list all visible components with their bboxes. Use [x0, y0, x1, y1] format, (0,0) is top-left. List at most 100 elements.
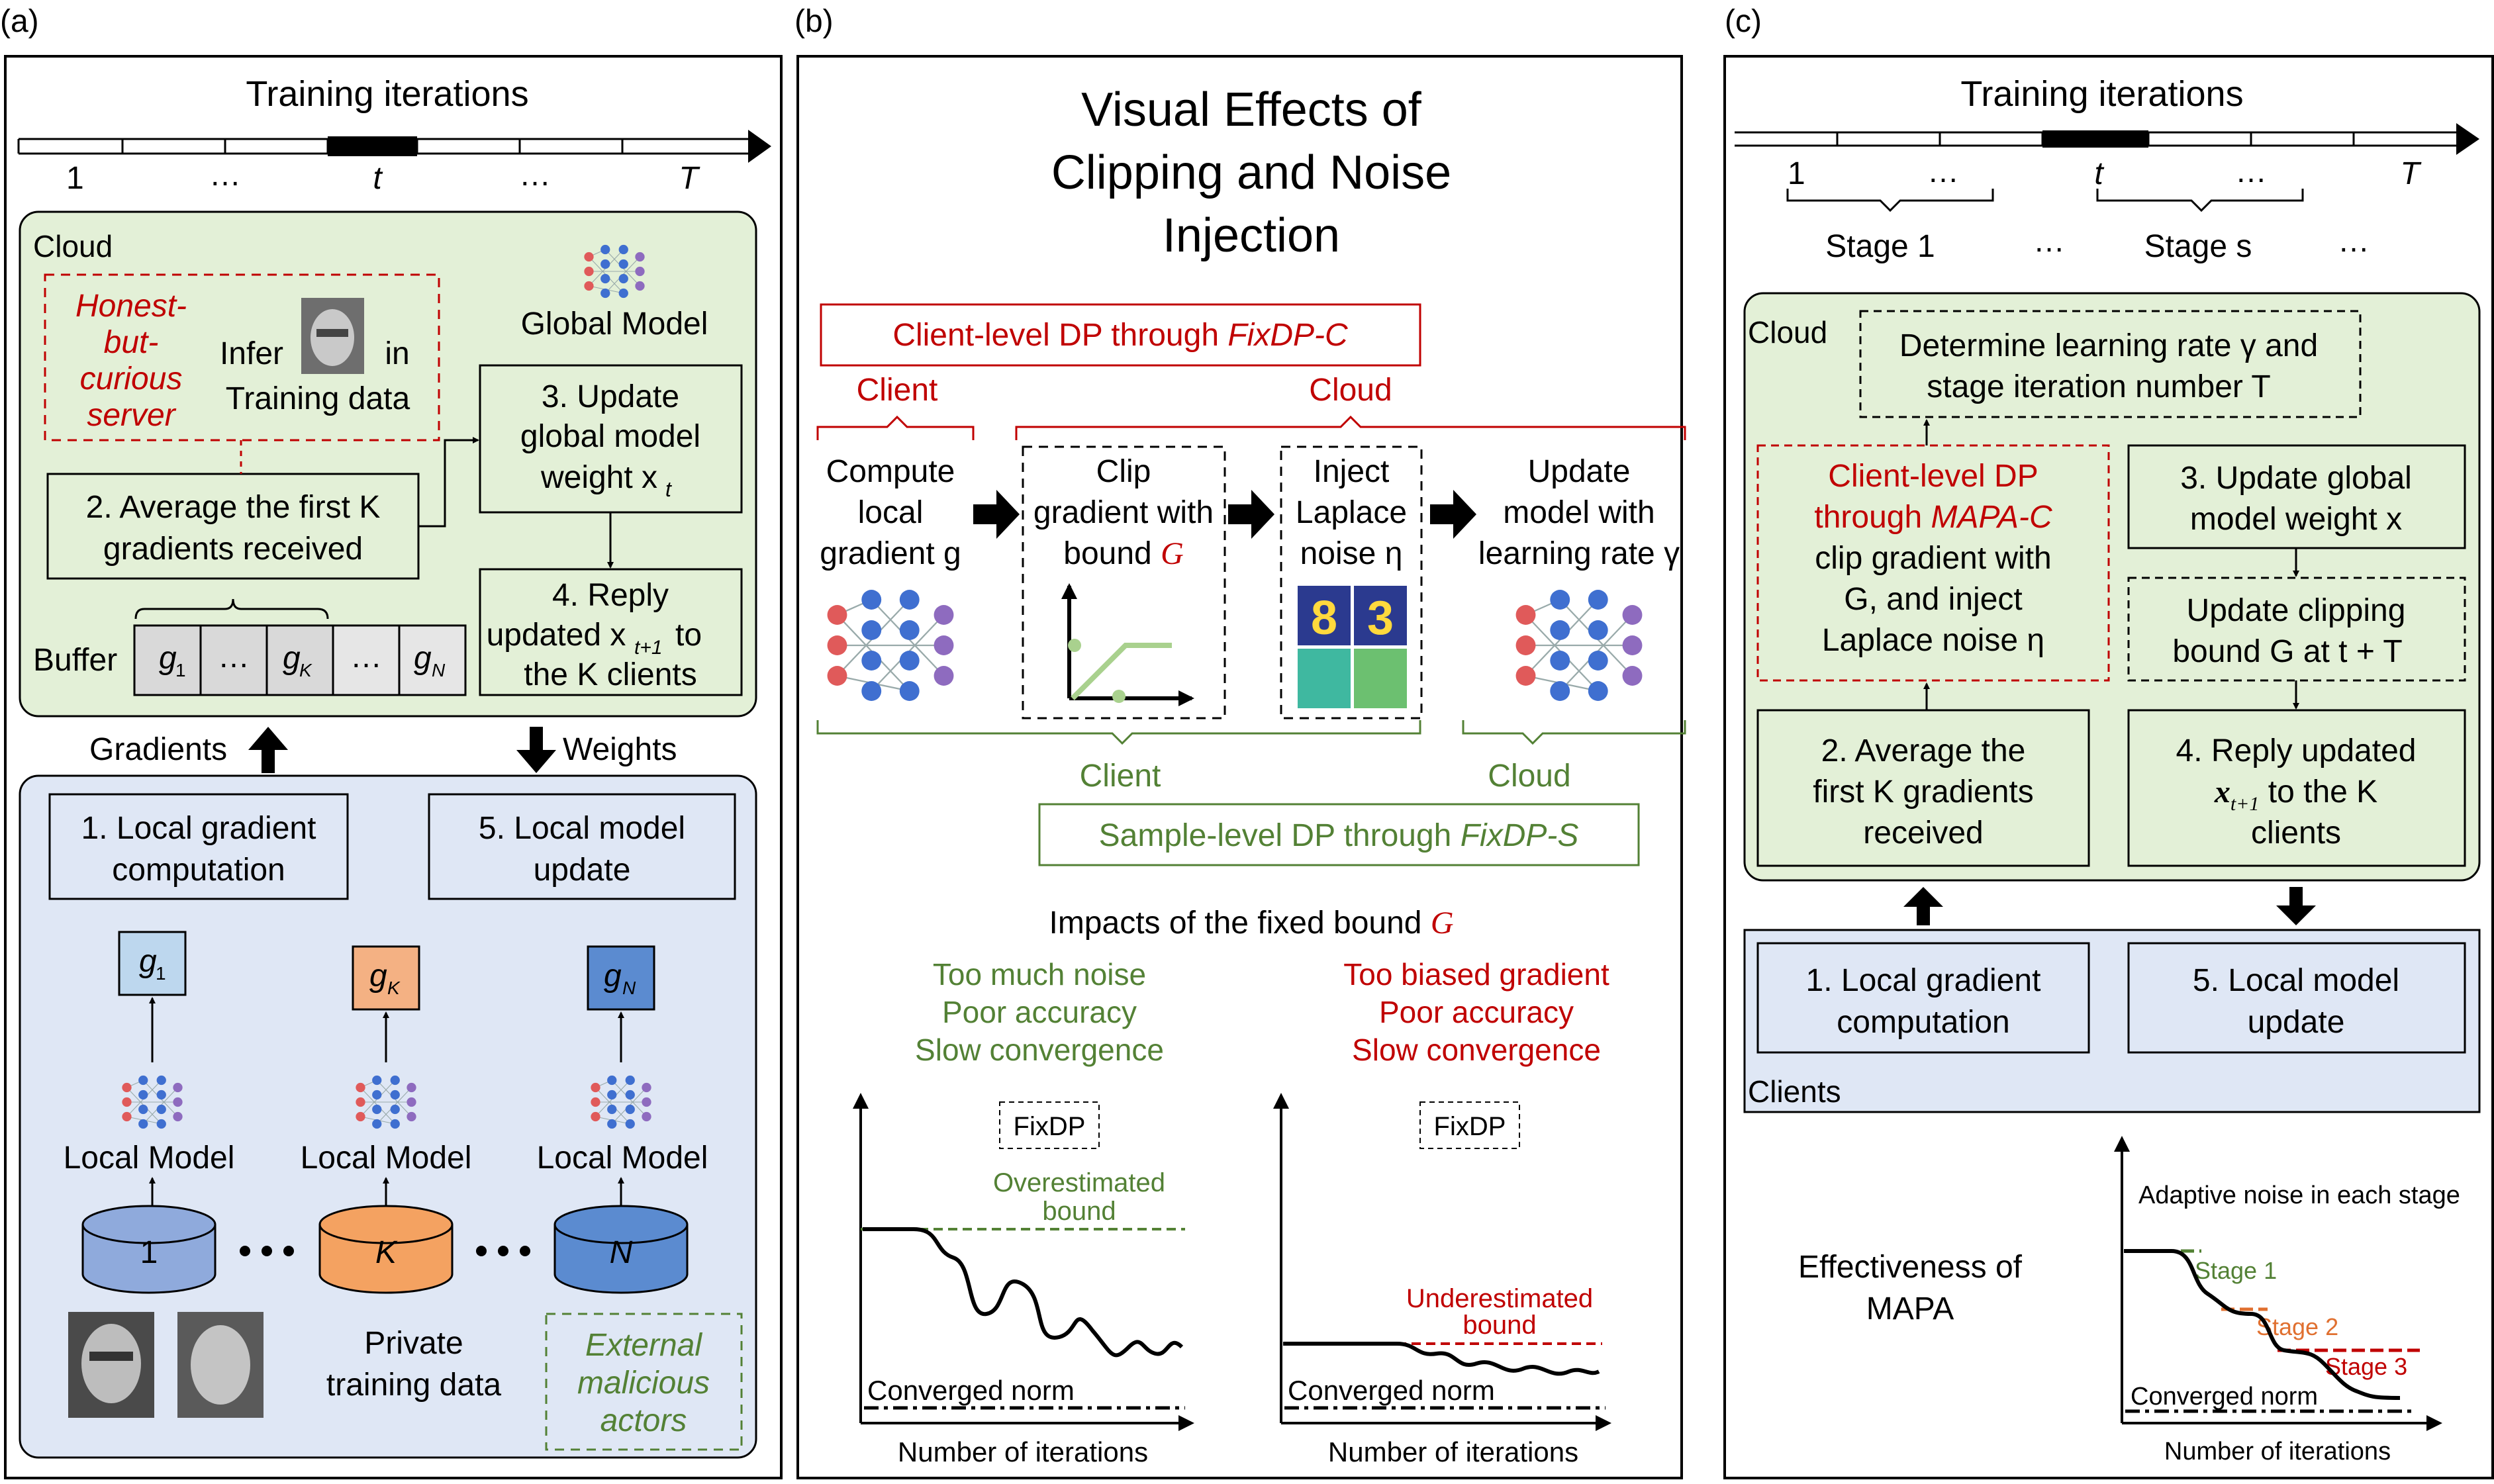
client-dp-box	[820, 303, 1421, 367]
step3-line-1: 3. Update	[542, 379, 679, 414]
server-line-2: but-	[104, 325, 159, 360]
impacts-title: Impacts of the fixed bound G	[1049, 905, 1453, 941]
cloud-label: Cloud	[33, 229, 113, 263]
grad-box-1-sub: 1	[156, 963, 166, 984]
update-clip-line-2: bound G at t + T	[2172, 634, 2402, 669]
step2-line-2: gradients received	[103, 532, 363, 567]
step4-line-2b: to	[675, 618, 702, 653]
step5-line-2: update	[534, 853, 631, 888]
c-timeline-current	[2042, 130, 2148, 148]
client-top-brace	[816, 415, 975, 440]
c-step1-box	[1756, 942, 2090, 1054]
tick-ellipsis-2: …	[519, 158, 551, 193]
c-up-arrow	[1903, 887, 1943, 925]
update-line-1: Update	[1528, 454, 1631, 489]
inject-line-2: Laplace	[1296, 495, 1407, 530]
dataset-cylinder-K	[318, 1205, 454, 1294]
c-step1-line-2: computation	[1837, 1005, 2010, 1040]
c-converged-label: Converged norm	[2131, 1383, 2318, 1411]
c-step1-line-1: 1. Local gradient	[1806, 963, 2041, 998]
c-tick-ellipsis-2: …	[2235, 154, 2267, 189]
step1-box	[48, 793, 349, 900]
cloud-top-label: Cloud	[1309, 373, 1392, 408]
server-line-4: server	[87, 398, 176, 433]
grad-box-K	[352, 945, 420, 1011]
c-tick-t: t	[2094, 156, 2104, 191]
c-clients-label: Clients	[1748, 1074, 1841, 1109]
update-line-2: model with	[1503, 495, 1655, 530]
c-step2-line-3: received	[1863, 815, 1983, 851]
overestimated-line-2: bound	[1042, 1197, 1116, 1226]
clip-plot-point-x	[1112, 690, 1126, 703]
client-dp-text: Client-level DP through FixDP-C	[892, 318, 1348, 353]
stage-s-label: Stage s	[2144, 229, 2252, 264]
dataset-label-1: 1	[140, 1235, 158, 1270]
adaptive-label: Adaptive noise in each stage	[2138, 1182, 2460, 1209]
c-tick-1: 1	[1788, 156, 1805, 191]
buffer-cell-5	[398, 624, 467, 696]
buffer-g1-sub: 1	[175, 660, 186, 680]
compute-line-1: Compute	[826, 454, 955, 489]
c-step5-line-1: 5. Local model	[2193, 963, 2399, 998]
left-effect-2: Poor accuracy	[942, 995, 1137, 1029]
c-tick-ellipsis-1: …	[1927, 154, 1959, 189]
honest-server-box	[44, 273, 440, 441]
private-face-icon-1	[68, 1312, 154, 1418]
compute-line-3: gradient g	[820, 536, 961, 571]
c-step2-line-2: first K gradients	[1813, 774, 2033, 810]
step2-box	[46, 473, 420, 580]
buffer-ellipsis-2: …	[350, 639, 382, 674]
stage-dots-2: …	[2338, 224, 2370, 259]
c-timeline-ticks	[1836, 132, 2355, 146]
update-clip-box	[2127, 577, 2466, 682]
sample-dp-box	[1038, 803, 1640, 866]
grad-box-K-sub: K	[387, 978, 401, 998]
private-line-1: Private	[364, 1326, 463, 1361]
grad-box-1-g: g	[139, 944, 157, 979]
inject-line-1: Inject	[1314, 454, 1390, 489]
left-xlabel: Number of iterations	[898, 1436, 1148, 1467]
server-line-1: Honest-	[75, 289, 187, 324]
c-step3-line-1: 3. Update global	[2180, 461, 2412, 496]
c-step4-box	[2127, 709, 2466, 867]
stage-dots-1: …	[2033, 224, 2065, 259]
c-step5-box	[2127, 942, 2466, 1054]
c-step4-line-3: clients	[2251, 815, 2341, 851]
c-timeline-arrow	[2456, 123, 2479, 155]
grad-box-1	[118, 931, 187, 996]
determine-box	[1859, 310, 2362, 418]
private-face-icon-2	[177, 1312, 264, 1418]
update-line-3: learning rate γ	[1478, 536, 1680, 571]
step4-line-3: the K clients	[524, 657, 696, 692]
dataset-cylinder-N	[553, 1205, 689, 1294]
grad-box-N-sub: N	[622, 978, 636, 998]
underestimated-line-2: bound	[1463, 1311, 1536, 1340]
buffer-gK: g	[283, 641, 301, 676]
grad-box-N	[587, 945, 655, 1011]
clip-line-3: bound G	[1063, 536, 1183, 571]
c-step4-line-1: 4. Reply updated	[2176, 733, 2417, 768]
step3-sub: t	[665, 477, 672, 501]
grad-box-K-g: g	[369, 958, 387, 994]
buffer-cell-4	[332, 624, 401, 696]
right-fixdp-box	[1419, 1101, 1520, 1149]
left-fixdp-label: FixDP	[1014, 1112, 1086, 1141]
gradients-arrow	[248, 727, 288, 773]
training-data-text: Training data	[226, 381, 410, 416]
buffer-ellipsis-1: …	[218, 639, 250, 674]
timeline-arrow	[748, 130, 771, 163]
private-line-2: training data	[326, 1368, 501, 1403]
panel-b-label: (b)	[794, 4, 834, 39]
flow-arrow-3	[1430, 490, 1476, 539]
buffer-gN-sub: N	[432, 660, 446, 680]
clip-plot-curve	[1071, 643, 1172, 700]
timeline-title: Training iterations	[246, 74, 528, 114]
step4-sub: t+1	[634, 637, 663, 659]
c-cloud-label: Cloud	[1748, 315, 1827, 349]
step1-line-1: 1. Local gradient	[81, 811, 316, 846]
client-bottom-label: Client	[1080, 759, 1161, 794]
stage1-label: Stage 1	[1825, 229, 1935, 264]
sample-dp-text: Sample-level DP through FixDP-S	[1099, 818, 1579, 853]
determine-line-2: stage iteration number T	[1927, 369, 2270, 404]
